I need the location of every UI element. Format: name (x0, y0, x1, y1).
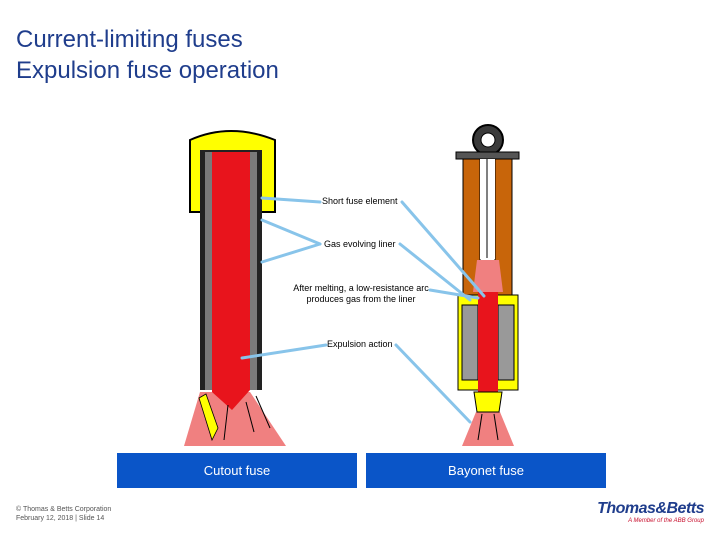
bayonet-fuse (455, 124, 520, 446)
bayonet-inner-right (497, 304, 515, 381)
title-line-1: Current-limiting fuses (16, 26, 243, 53)
band-bayonet-fuse: Bayonet fuse (366, 453, 606, 488)
footer-date-slide: February 12, 2018 | Slide 14 (16, 515, 105, 522)
footer-copyright: © Thomas & Betts Corporation (16, 506, 112, 513)
bayonet-expulsion-plume (462, 412, 514, 446)
pointer-gas-liner (260, 242, 322, 264)
cutout-liner-left (205, 152, 212, 390)
label-gas-evolving-liner: Gas evolving liner (324, 239, 396, 249)
label-arc: After melting, a low-resistance arc prod… (286, 283, 436, 305)
bayonet-exhaust-line (493, 413, 499, 441)
bayonet-nozzle-top (473, 260, 503, 292)
bayonet-exhaust-line (477, 413, 483, 441)
company-logo: Thomas&Betts A Member of the ABB Group (597, 500, 704, 524)
pointer-short-element-bayonet (400, 200, 486, 298)
logo-wordmark: Thomas&Betts (597, 500, 704, 517)
pointer-gas-liner (260, 218, 322, 246)
title-line-2: Expulsion fuse operation (16, 57, 279, 84)
band-cutout-fuse: Cutout fuse (117, 453, 357, 488)
pointer-expulsion (240, 343, 328, 360)
bayonet-top-bar (455, 151, 520, 160)
cutout-exhaust-line (223, 404, 229, 441)
bayonet-nozzle-bottom (473, 391, 503, 413)
logo-tagline: A Member of the ABB Group (628, 518, 704, 524)
pointer-arc (428, 288, 480, 300)
pointer-lines (240, 196, 486, 424)
label-short-fuse-element: Short fuse element (322, 196, 398, 206)
label-expulsion-action: Expulsion action (327, 339, 393, 349)
footer: © Thomas & Betts Corporation February 12… (16, 505, 111, 523)
label-arc-line-2: produces gas from the liner (306, 294, 416, 304)
cutout-fuse (184, 130, 286, 446)
cutout-exhaust-line (255, 395, 271, 429)
cutout-arc-column (212, 152, 250, 410)
label-arc-line-1: After melting, a low-resistance arc (293, 283, 429, 293)
bayonet-eyelet-hole (480, 132, 496, 148)
bayonet-arc-column (478, 292, 498, 392)
cutout-fuse-tail (198, 393, 219, 442)
pointer-expulsion-bayonet (394, 343, 472, 424)
page-title: Current-limiting fuses Expulsion fuse op… (16, 24, 279, 86)
cutout-exhaust-line (245, 401, 255, 433)
pointer-short-element (260, 196, 322, 204)
bayonet-inner-left (461, 304, 479, 381)
pointer-gas-liner-bayonet (398, 242, 472, 302)
cutout-liner-right (250, 152, 257, 390)
